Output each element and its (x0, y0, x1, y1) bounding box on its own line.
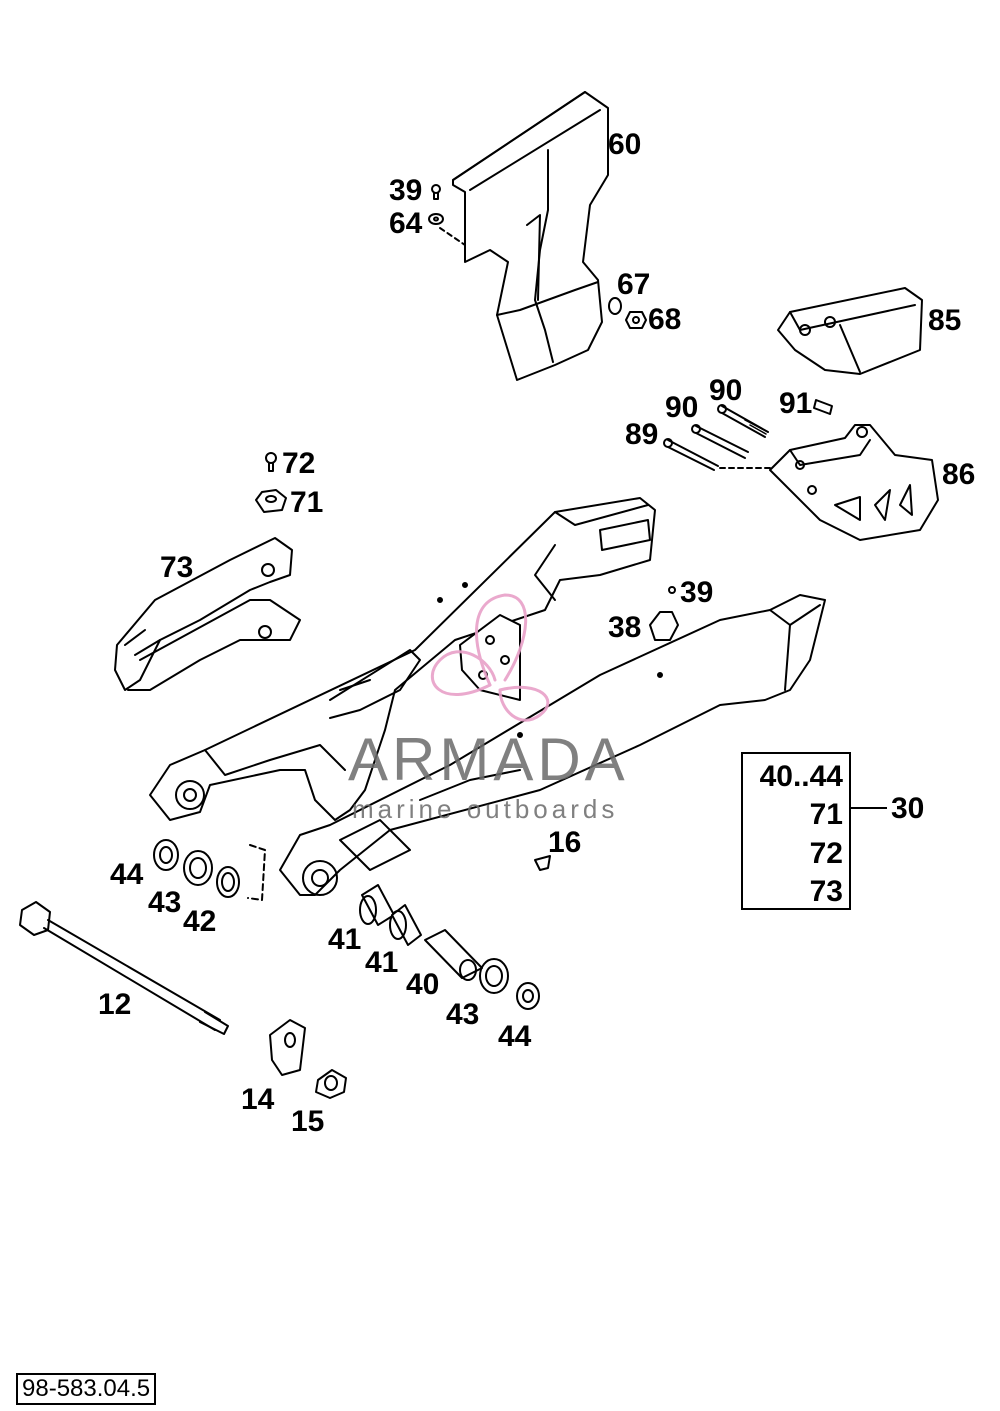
bolt-90a-part (717, 404, 769, 438)
callout-89: 89 (625, 418, 659, 451)
nut-15-part (315, 1069, 347, 1099)
callout-40: 40 (406, 968, 440, 1001)
chain-guide-86-part (769, 424, 939, 541)
axle-bolt-12-part (19, 901, 229, 1035)
callout-90-upper: 90 (709, 374, 743, 407)
callout-73: 73 (160, 551, 194, 584)
callout-64: 64 (389, 207, 423, 240)
chain-slider-85-part (777, 287, 923, 375)
callout-44-right: 44 (498, 1020, 532, 1053)
watermark-logo (430, 593, 550, 722)
nut-68-part (625, 311, 647, 329)
callout-16: 16 (548, 826, 582, 859)
screw-72-part (265, 452, 277, 472)
bearing-set-right-part (359, 884, 540, 1010)
kit-item: 73 (809, 875, 843, 908)
callout-86: 86 (942, 458, 976, 491)
callout-44-left: 44 (110, 858, 144, 891)
callout-43-right: 43 (446, 998, 480, 1031)
washer-71-part (255, 489, 287, 513)
callout-39: 39 (389, 174, 423, 207)
callout-41-second: 41 (365, 946, 399, 979)
callout-42: 42 (183, 905, 217, 938)
callout-72: 72 (282, 447, 316, 480)
callout-90-lower: 90 (665, 391, 699, 424)
bolt-89-part (663, 438, 771, 471)
watermark-subtitle: marine outboards (352, 794, 619, 824)
callout-71: 71 (290, 486, 324, 519)
kit-leader-line (851, 807, 887, 809)
callout-91: 91 (779, 387, 813, 420)
swingarm-12-body (149, 497, 826, 896)
callout-68: 68 (648, 303, 682, 336)
callout-67: 67 (617, 268, 651, 301)
callout-12: 12 (98, 988, 132, 1021)
callout-15: 15 (291, 1105, 325, 1138)
drawing-number: 98-583.04.5 (16, 1373, 157, 1405)
callout-41-first: 41 (328, 923, 362, 956)
kit-label: 30 (891, 792, 925, 825)
callout-85: 85 (928, 304, 962, 337)
chain-guard-part (452, 91, 609, 381)
kit-item: 40..44 (759, 760, 843, 793)
bolt-91-part (813, 399, 833, 415)
plate-14-part (269, 1019, 306, 1076)
plug-16-part (534, 855, 551, 871)
watermark-title: ARMADA (348, 726, 629, 793)
callout-60: 60 (608, 128, 642, 161)
callout-39-lower: 39 (680, 576, 714, 609)
washer-67-part (608, 297, 622, 315)
bolt-90b-part (691, 424, 749, 459)
kit-contents-box: 40..44 71 72 73 (741, 752, 851, 910)
kit-item: 71 (809, 798, 843, 831)
bearing-set-left-part (153, 839, 266, 901)
slider-73-part (114, 537, 301, 691)
washer-64-part (428, 213, 466, 246)
callout-14: 14 (241, 1083, 275, 1116)
callout-38: 38 (608, 611, 642, 644)
screw-39-part (431, 184, 441, 200)
kit-item: 72 (809, 837, 843, 870)
callout-43-left: 43 (148, 886, 182, 919)
